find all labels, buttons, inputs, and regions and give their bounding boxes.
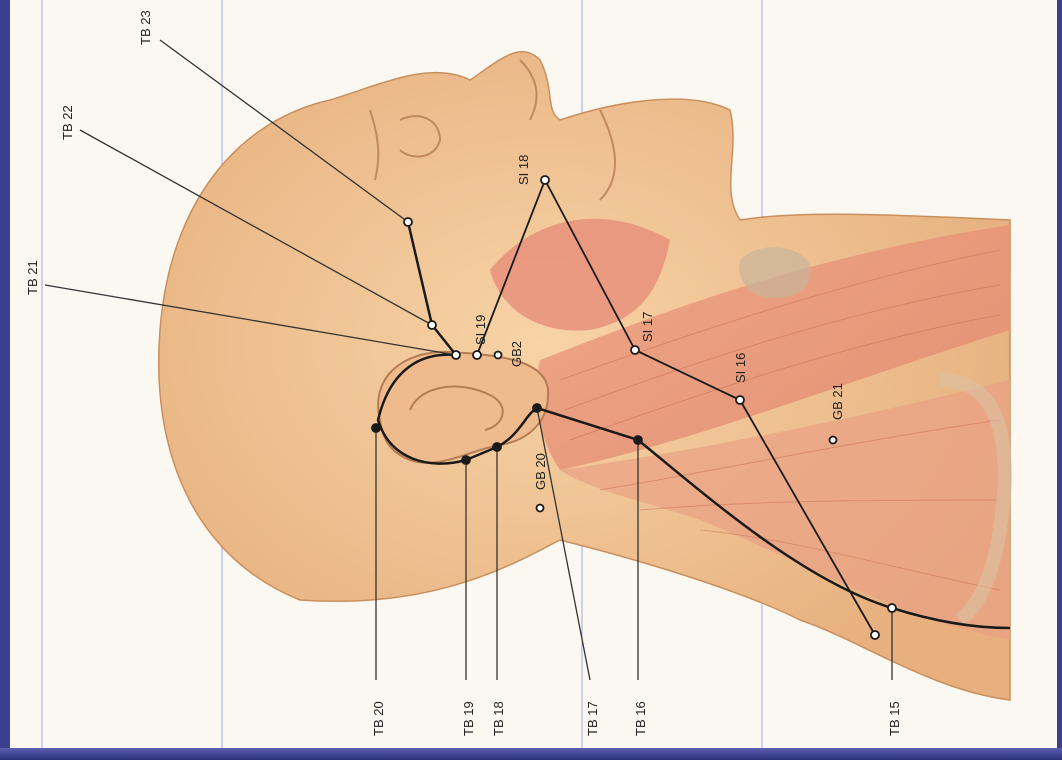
label-tb15: TB 15: [887, 701, 902, 736]
label-tb18: TB 18: [491, 701, 506, 736]
tb18-point: [493, 443, 501, 451]
label-si17: SI 17: [640, 312, 655, 342]
label-gb2: GB2: [509, 341, 524, 367]
tb23-point: [404, 218, 412, 226]
label-si18: SI 18: [516, 155, 531, 185]
tb16-point: [634, 436, 642, 444]
tb20-point: [372, 424, 380, 432]
gb2-point: [495, 352, 502, 359]
label-tb19: TB 19: [461, 701, 476, 736]
tb17-point: [533, 404, 541, 412]
tb19-point: [462, 456, 470, 464]
label-gb20: GB 20: [533, 453, 548, 490]
label-tb20: TB 20: [371, 701, 386, 736]
tb21-point: [452, 351, 460, 359]
label-tb22: TB 22: [60, 105, 75, 140]
si15-point: [871, 631, 879, 639]
label-tb23: TB 23: [138, 10, 153, 45]
si16-point: [736, 396, 744, 404]
label-si19: SI 19: [473, 315, 488, 345]
label-tb17: TB 17: [585, 701, 600, 736]
label-tb16: TB 16: [633, 701, 648, 736]
label-tb21: TB 21: [25, 260, 40, 295]
si17-point: [631, 346, 639, 354]
tb15-point-a: [888, 604, 896, 612]
gb20-point: [537, 505, 544, 512]
label-si16: SI 16: [733, 353, 748, 383]
label-gb21: GB 21: [830, 383, 845, 420]
slide-bottom-border: [0, 748, 1062, 760]
tb22-point: [428, 321, 436, 329]
si18-point: [541, 176, 549, 184]
gb21-point: [830, 437, 837, 444]
si19-point: [473, 351, 481, 359]
